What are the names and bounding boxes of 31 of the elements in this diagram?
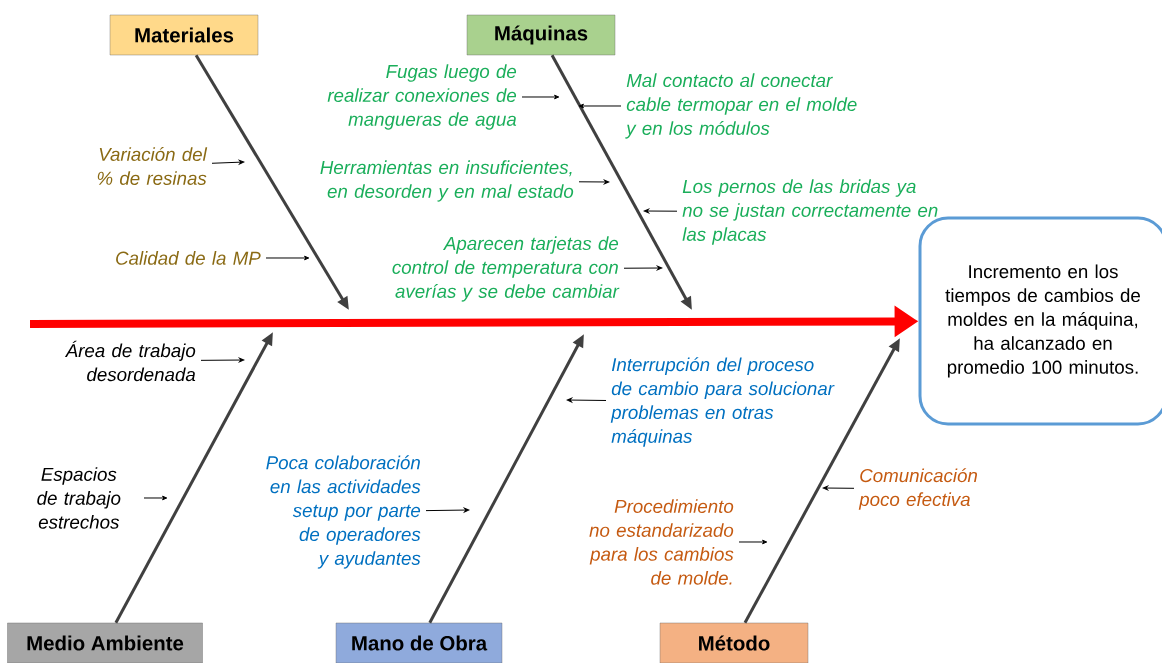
arrow [578, 179, 610, 185]
cause-text: Procedimiento no estandarizado para los cambios de molde. [589, 499, 734, 585]
arrow [143, 495, 168, 501]
arrow [566, 397, 607, 403]
arrow [738, 539, 768, 545]
cause-text: Espacios de trabajo estrechos [37, 467, 121, 529]
arrow [211, 159, 245, 165]
arrow [623, 265, 663, 271]
category-box: Máquinas [466, 14, 616, 56]
category-box: Método [659, 622, 809, 663]
cause-text: Fugas luego de realizar conexiones de mangueras de agua [327, 64, 517, 130]
cause-text: Interrupción del proceso de cambio para solucionar problemas en otras máquinas [610, 357, 835, 447]
arrow [425, 507, 470, 513]
cause-text: Calidad de la MP [116, 251, 261, 265]
category-box: Materiales [109, 14, 259, 56]
category-box: Medio Ambiente [7, 622, 203, 663]
arrow [200, 357, 245, 363]
effect-box: Incremento en los tiempos de cambios de moldes en la máquina, ha alcanzado en promedio 100 minutos. [918, 216, 1162, 426]
arrow [643, 208, 678, 214]
cause-text: Poca colaboración en las actividades setup por parte de operadores y ayudantes [266, 455, 421, 569]
cause-text: Mal contacto al conectar cable termopar en el molde y en los módulos [625, 73, 857, 139]
cause-text: Área de trabajo desordenada [64, 340, 196, 382]
arrow [265, 255, 310, 261]
category-box: Mano de Obra [335, 622, 503, 663]
cause-text: Variación del % de resinas [97, 147, 208, 185]
cause-text: Herramientas en insuficientes, en desorden y en mal estado [320, 160, 574, 202]
arrow [822, 485, 855, 491]
arrow [578, 103, 622, 109]
arrow [521, 94, 560, 100]
cause-text: Comunicación poco efectiva [858, 468, 977, 510]
cause-text: Aparecen tarjetas de control de temperatura con averías y se debe cambiar [392, 236, 620, 302]
